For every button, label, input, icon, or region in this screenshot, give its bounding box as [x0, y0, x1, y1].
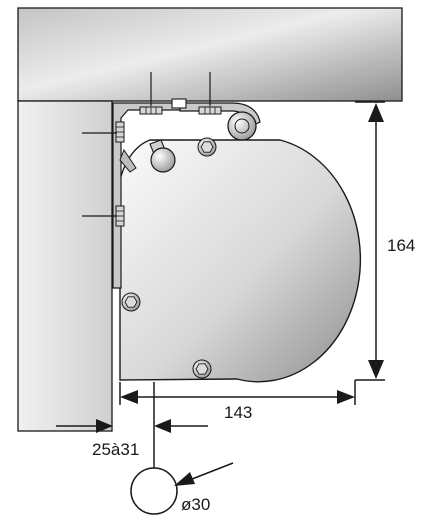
cassette-body	[119, 139, 362, 383]
hex-bolt-upper	[197, 137, 217, 157]
hex-bolt-bottom	[192, 359, 212, 379]
depth-dimension	[119, 380, 356, 405]
tube-circle	[130, 467, 178, 515]
screw-leader-lines	[82, 72, 211, 217]
screw-wall-lower	[115, 205, 125, 227]
wall-offset-label: 25à31	[92, 440, 139, 459]
tube-diameter-label: ø30	[181, 495, 210, 514]
screw-top-left	[139, 106, 163, 115]
tube-diameter-arrow	[174, 462, 234, 486]
screw-wall-upper	[115, 121, 125, 143]
height-label: 164	[387, 236, 415, 255]
height-dimension	[355, 101, 385, 381]
screw-top-right	[198, 106, 222, 115]
depth-label: 143	[224, 403, 252, 422]
roller-pivot	[149, 139, 176, 173]
hex-bolt-left	[121, 292, 141, 312]
wall	[17, 100, 113, 432]
top-roller	[227, 111, 257, 141]
